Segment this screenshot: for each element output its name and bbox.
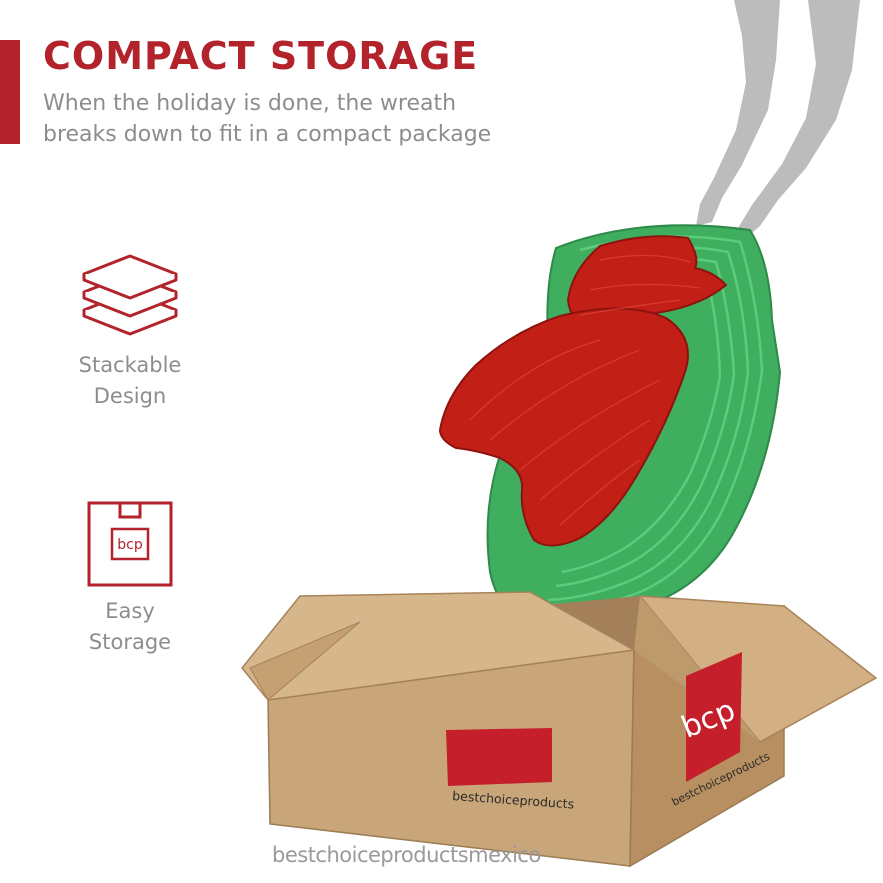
feature-stackable-design: Stackable Design xyxy=(40,244,220,412)
feature-label-line-2: Storage xyxy=(88,630,172,654)
wreath-green-rings xyxy=(539,235,764,614)
watermark-text: bestchoiceproductsmexico xyxy=(272,843,541,867)
person-legs-silhouette xyxy=(696,0,860,238)
wreath-bow-texture xyxy=(469,254,701,526)
accent-bar xyxy=(0,40,20,144)
page-title: COMPACT STORAGE xyxy=(43,34,479,78)
feature-label-line-1: Easy xyxy=(105,599,155,623)
stacked-layers-icon xyxy=(82,254,178,336)
subtitle-line-2: breaks down to fit in a compact package xyxy=(43,122,492,147)
cardboard-box: bcp bestchoiceproducts bestchoiceproduct… xyxy=(241,591,878,868)
storage-box-icon-text: bcp xyxy=(117,537,143,553)
subtitle-line-1: When the holiday is done, the wreath xyxy=(43,91,457,116)
feature-easy-storage: bcp Easy Storage xyxy=(40,500,220,658)
feature-label-line-1: Stackable xyxy=(78,353,182,377)
page-subtitle: When the holiday is done, the wreath bre… xyxy=(43,88,491,150)
feature-label-line-2: Design xyxy=(93,384,167,408)
storage-box-icon: bcp xyxy=(87,501,173,587)
